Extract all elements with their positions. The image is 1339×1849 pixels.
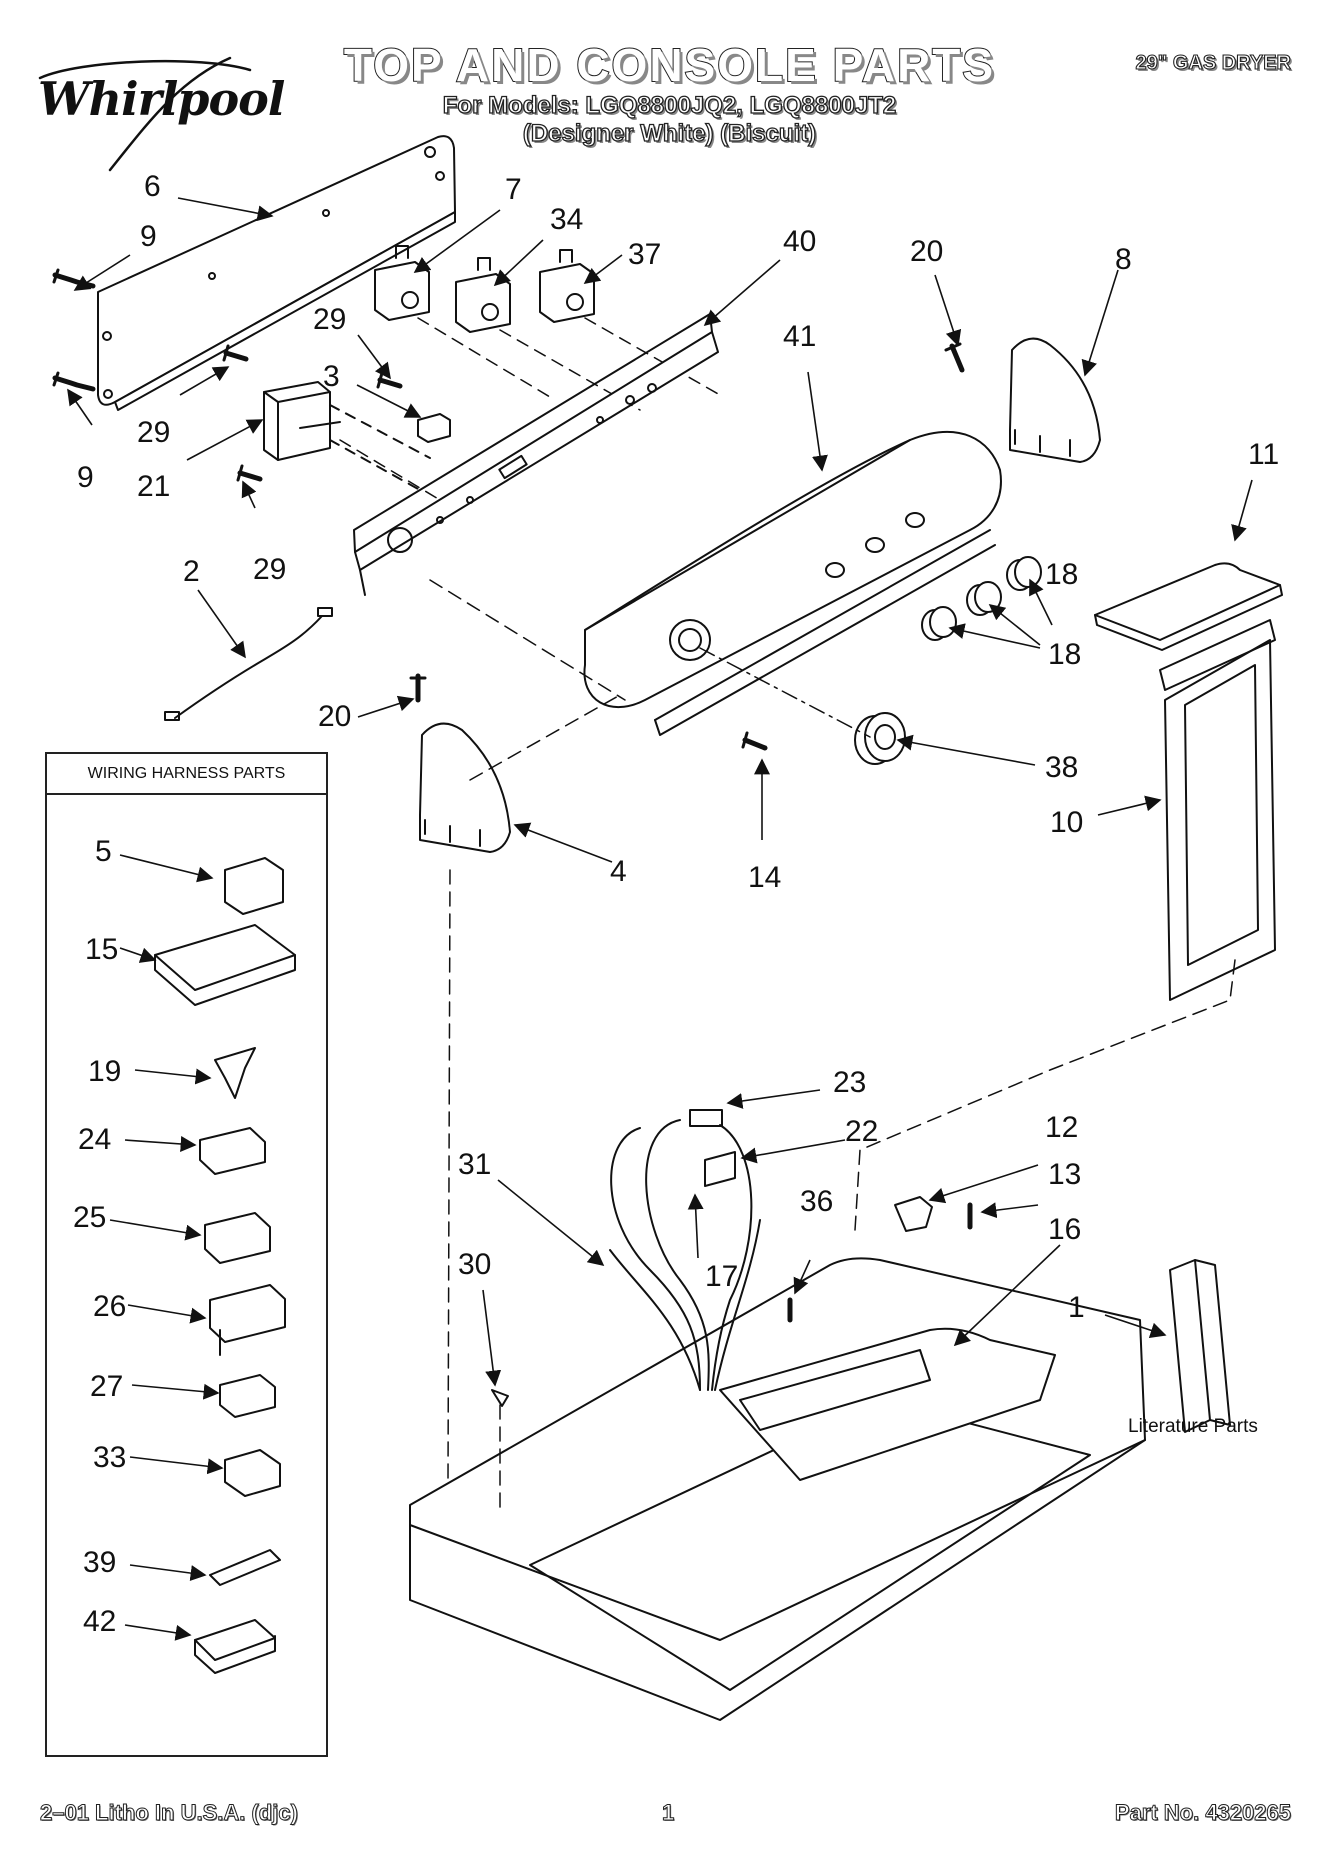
callout-27: 27 (90, 1370, 124, 1403)
callout-14: 14 (748, 861, 782, 894)
harness-part-39-terminal (209, 1549, 281, 1586)
callout-20-left: 20 (318, 700, 352, 733)
part-22-clip (704, 1151, 736, 1187)
part-6-control-panel-back (97, 135, 456, 411)
harness-part-5-connector (224, 857, 284, 915)
part-8-end-cap (1009, 337, 1101, 463)
callout-31: 31 (458, 1148, 492, 1181)
part-20-screw-left (409, 673, 427, 703)
part-3-switch (417, 413, 451, 443)
whirlpool-logo: Whirlpool (38, 72, 285, 126)
harness-part-42-connector (194, 1619, 276, 1674)
harness-part-19-clip (214, 1047, 256, 1099)
callout-15: 15 (85, 933, 119, 966)
callout-42: 42 (83, 1605, 117, 1638)
callout-9-top: 9 (140, 220, 157, 253)
callout-23: 23 (833, 1066, 867, 1099)
page-title: TOP AND CONSOLE PARTS (343, 38, 996, 92)
part-18-knob-c (1006, 556, 1042, 591)
part-30-clip (491, 1389, 509, 1407)
callout-6: 6 (144, 170, 161, 203)
part-10-lint-housing (1159, 619, 1276, 1001)
harness-part-26-connector (209, 1284, 286, 1356)
part-37-switch (539, 249, 595, 323)
callout-21: 21 (137, 470, 171, 503)
part-34-switch (455, 257, 511, 333)
callout-33: 33 (93, 1441, 127, 1474)
harness-part-33-connector (224, 1449, 281, 1497)
callout-37: 37 (628, 238, 662, 271)
part-20-screw-right (944, 342, 965, 373)
callout-19: 19 (88, 1055, 122, 1088)
harness-part-25-connector (204, 1212, 271, 1264)
part-4-end-cap (419, 722, 511, 853)
part-29-screw-b (376, 371, 403, 389)
callout-36: 36 (800, 1185, 834, 1218)
callout-5: 5 (95, 835, 112, 868)
callout-39: 39 (83, 1546, 117, 1579)
callout-24: 24 (78, 1123, 112, 1156)
literature-parts-label: Literature Parts (1128, 1416, 1258, 1437)
part-11-filter-screen (1094, 562, 1283, 651)
callout-18-top: 18 (1045, 558, 1079, 591)
harness-part-27-connector (219, 1374, 276, 1418)
part-41-console (583, 431, 1002, 736)
part-9-screw-top (52, 268, 96, 289)
part-12-bracket (894, 1196, 933, 1232)
part-14-screw (741, 731, 768, 751)
product-type: 29" GAS DRYER (1135, 51, 1292, 74)
model-colors: (Designer White) (Biscuit) (522, 119, 817, 147)
part-29-screw-c (236, 464, 263, 482)
callout-11: 11 (1248, 438, 1280, 471)
wiring-harness-parts-box: WIRING HARNESS PARTS (45, 752, 328, 1757)
harness-part-15-connector (154, 924, 296, 1006)
part-16-top-panel (409, 1257, 1146, 1721)
part-29-screw-a (222, 344, 249, 362)
callout-13: 13 (1048, 1158, 1082, 1191)
callout-26: 26 (93, 1290, 127, 1323)
logo-swoosh (38, 56, 252, 172)
callout-29-c: 29 (253, 553, 287, 586)
page-number: 1 (661, 1800, 675, 1826)
callout-30: 30 (458, 1248, 492, 1281)
callout-2: 2 (183, 555, 200, 588)
print-info: 2–01 Litho In U.S.A. (djc) (40, 1800, 299, 1826)
part-31-wire-harness (609, 1109, 761, 1391)
callout-9-bottom: 9 (77, 461, 94, 494)
callout-20-top: 20 (910, 235, 944, 268)
callout-1: 1 (1068, 1291, 1085, 1324)
part-9-screw-bottom (52, 371, 96, 392)
callout-3: 3 (323, 360, 340, 393)
callout-41: 41 (783, 320, 817, 353)
callout-40: 40 (783, 225, 817, 258)
callout-8: 8 (1115, 243, 1132, 276)
callout-10: 10 (1050, 806, 1084, 839)
callout-34: 34 (550, 203, 584, 236)
harness-part-24-connector (199, 1127, 266, 1175)
part-21-timer (263, 381, 431, 491)
callout-22: 22 (845, 1115, 879, 1148)
callout-18: 18 (1048, 638, 1082, 671)
callout-7: 7 (505, 173, 522, 206)
callout-17: 17 (705, 1260, 739, 1293)
callout-29-a: 29 (313, 303, 347, 336)
part-40-bracket (353, 313, 719, 596)
wiring-harness-parts-title: WIRING HARNESS PARTS (47, 754, 326, 795)
callout-29-b: 29 (137, 416, 171, 449)
part-18-knob-a (921, 606, 957, 641)
part-38-timer-knob (854, 712, 906, 765)
part-1-literature (1169, 1259, 1231, 1433)
callout-38: 38 (1045, 751, 1079, 784)
model-numbers: For Models: LGQ8800JQ2, LGQ8800JT2 (442, 91, 897, 119)
callout-16: 16 (1048, 1213, 1082, 1246)
part-2-wire (164, 607, 333, 721)
callout-4: 4 (610, 855, 627, 888)
callout-12: 12 (1045, 1111, 1079, 1144)
part-number: Part No. 4320265 (1114, 1800, 1291, 1826)
callout-25: 25 (73, 1201, 107, 1234)
